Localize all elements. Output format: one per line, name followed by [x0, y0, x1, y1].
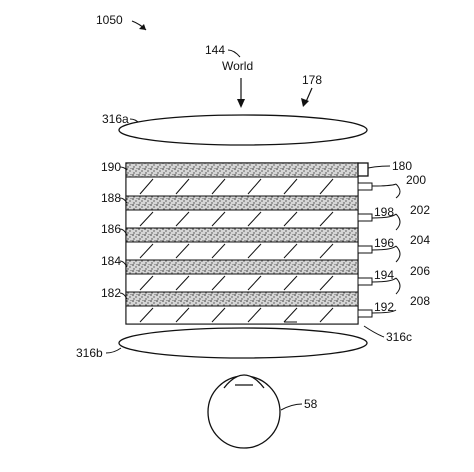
lens-top — [118, 114, 368, 146]
layer-ref-190-leader — [119, 166, 128, 171]
waveguide-ref-196: 196 — [374, 236, 394, 250]
layer-ref-188: 188 — [101, 191, 121, 205]
waveguide-layer-182 — [125, 291, 359, 307]
layer-ref-186: 186 — [101, 222, 121, 236]
stack-cap-180 — [357, 162, 369, 177]
waveguide-stack — [125, 162, 359, 325]
lens-layer-2 — [125, 209, 359, 229]
waveguide-ref-194: 194 — [374, 268, 394, 282]
eye-ref-label: 58 — [304, 397, 318, 411]
layer-ref-184: 184 — [101, 254, 121, 268]
lens-layer-3 — [125, 241, 359, 261]
layer-ref-186-leader — [119, 228, 128, 236]
injector-brackets — [371, 183, 401, 314]
lens-corner-label: 316c — [386, 330, 412, 344]
figure-number-arrowhead — [139, 24, 146, 30]
eye — [207, 374, 281, 449]
injector-ref-200: 200 — [406, 173, 426, 187]
layer-ref-182-leader — [119, 292, 128, 300]
lens-layer-1 — [125, 176, 359, 197]
layer-ref-182: 182 — [101, 286, 121, 300]
injectors — [357, 182, 373, 318]
injector-ref-204: 204 — [410, 233, 430, 247]
lens-bottom-label: 316b — [76, 346, 103, 360]
light-arrowhead — [301, 98, 309, 107]
injector-ref-206: 206 — [410, 264, 430, 278]
injector-ref-202: 202 — [410, 203, 430, 217]
world-number-label: 144 — [205, 43, 225, 57]
waveguide-layer-186 — [125, 227, 359, 243]
world-arrowhead — [237, 99, 245, 108]
waveguide-ref-198: 198 — [374, 205, 394, 219]
world-label: World — [222, 59, 253, 73]
lens-top-label: 316a — [102, 112, 129, 126]
lens-bottom-leader — [105, 347, 122, 354]
lens-layer-4 — [125, 273, 359, 293]
lens-layer-5 — [125, 305, 359, 325]
layer-ref-190: 190 — [101, 160, 121, 174]
injector-ref-208: 208 — [410, 294, 430, 308]
waveguide-ref-192: 192 — [374, 300, 394, 314]
layer-ref-188-leader — [119, 197, 128, 204]
stack-ref-label: 180 — [392, 159, 412, 173]
eye-ref-leader — [280, 403, 303, 411]
lens-corner-leader — [363, 325, 385, 338]
stack-ref-leader — [367, 165, 391, 169]
waveguide-layer-190 — [125, 162, 359, 178]
lens-bottom — [118, 327, 368, 359]
waveguide-layer-184 — [125, 259, 359, 275]
waveguide-layer-188 — [125, 195, 359, 211]
figure-number-label: 1050 — [96, 13, 123, 27]
world-leader — [227, 49, 241, 58]
cornea — [223, 374, 265, 389]
light-ref-label: 178 — [302, 73, 322, 87]
layer-ref-184-leader — [119, 260, 128, 268]
